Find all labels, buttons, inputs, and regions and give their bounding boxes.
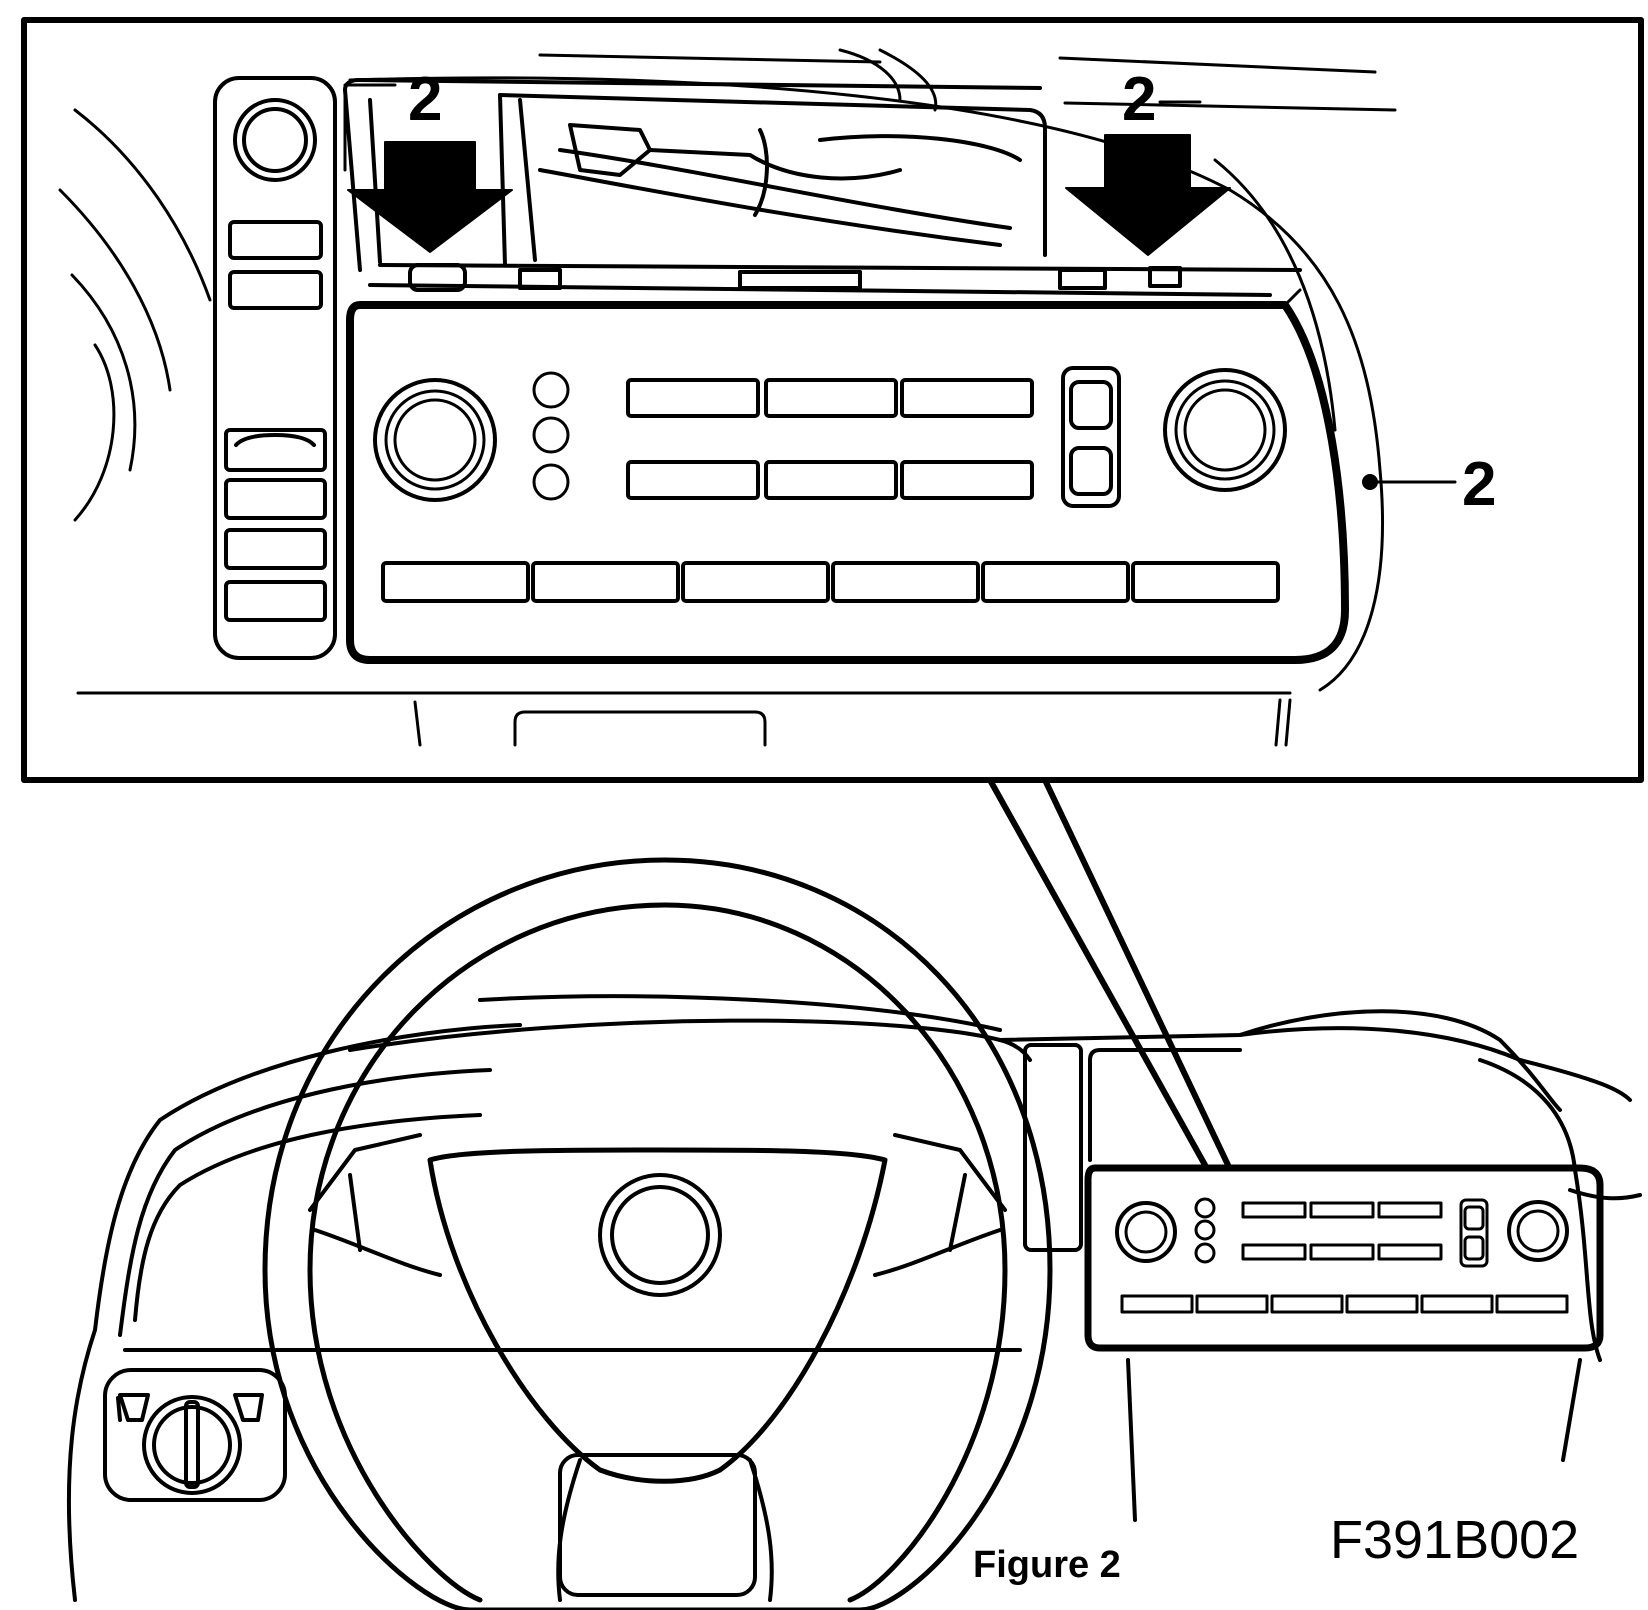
- center-column-small: [1023, 1043, 1083, 1252]
- callout-left-arrow: 2: [408, 65, 442, 134]
- bottom-button-3: [681, 561, 830, 603]
- light-switch: [103, 1368, 287, 1502]
- inset-frame: [21, 17, 1644, 783]
- indicator-dot-3: [532, 463, 570, 501]
- panel-button-r1c1: [626, 378, 760, 418]
- column-button-1: [228, 220, 323, 260]
- column-button-3: [224, 428, 327, 472]
- bottom-button-5: [981, 561, 1130, 603]
- dashboard-overview: [66, 857, 1642, 1610]
- bottom-button-2: [531, 561, 680, 603]
- column-button-5: [224, 528, 327, 570]
- bottom-button-6: [1131, 561, 1280, 603]
- climate-panel-detail: [346, 288, 1349, 664]
- switch-column-knob: [233, 98, 317, 182]
- right-knob: [1163, 368, 1287, 492]
- panel-button-r2c2: [764, 460, 898, 500]
- inset-connector: [987, 777, 1231, 1168]
- airbag-cover: [427, 1147, 888, 1484]
- indicator-dot-1: [532, 371, 570, 409]
- left-knob: [373, 378, 497, 502]
- indicator-dot-2: [532, 416, 570, 454]
- right-arrow: [1065, 100, 1231, 256]
- figure-caption: Figure 2: [973, 1544, 1121, 1586]
- column-button-6: [224, 580, 327, 622]
- left-switch-column: [213, 76, 337, 660]
- panel-button-r1c2: [764, 378, 898, 418]
- detail-inset: 2 2 2: [21, 17, 1644, 783]
- left-arrow: [343, 83, 513, 253]
- bottom-button-4: [831, 561, 980, 603]
- steering-wheel: [262, 857, 1053, 1610]
- panel-button-r2c1: [626, 460, 760, 500]
- callout-right-arrow: 2: [1122, 65, 1156, 134]
- steering-emblem: [598, 1173, 722, 1297]
- bottom-button-1: [381, 561, 530, 603]
- panel-edge-leader: [1362, 474, 1457, 490]
- callout-panel-edge: 2: [1462, 450, 1496, 519]
- panel-outline: [346, 301, 1349, 664]
- radio-chassis: [343, 78, 1302, 297]
- panel-button-r1c3: [900, 378, 1034, 418]
- dash-curves-left: [58, 108, 212, 522]
- panel-button-r2c3: [900, 460, 1034, 500]
- column-button-4: [224, 478, 327, 520]
- rocker-switch: [1061, 366, 1121, 508]
- climate-panel-small: [1084, 1164, 1604, 1352]
- column-button-2: [228, 270, 323, 310]
- figure-code: F391B002: [1330, 1510, 1579, 1570]
